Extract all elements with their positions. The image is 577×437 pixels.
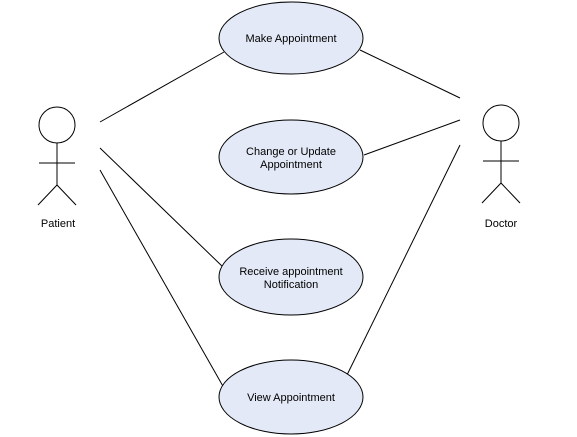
association-doctor-make-appointment (359, 49, 461, 99)
usecase-change-appointment-shape (218, 119, 364, 195)
association-doctor-change-appointment (363, 119, 461, 156)
usecase-make-appointment-shape (218, 1, 364, 75)
usecase-change-appointment-label-line2: Appointment (260, 159, 322, 171)
actor-patient[interactable] (37, 106, 77, 206)
association-patient-make-appointment (99, 51, 225, 123)
usecase-make-appointment[interactable]: Make Appointment (218, 1, 364, 75)
usecase-receive-notification[interactable]: Receive appointment Notification (218, 238, 364, 316)
association-patient-receive-notification (99, 147, 225, 269)
actor-doctor-label: Doctor (485, 218, 518, 230)
usecase-receive-notification-label-line1: Receive appointment (239, 266, 342, 278)
patient-left-leg (37, 184, 58, 206)
usecase-view-appointment-label: View Appointment (247, 392, 335, 404)
usecase-view-appointment-shape (218, 359, 364, 435)
association-doctor-view-appointment (345, 144, 461, 378)
actor-doctor[interactable] (481, 104, 521, 204)
usecase-make-appointment-label: Make Appointment (245, 33, 336, 45)
patient-right-leg (56, 184, 77, 206)
doctor-head (482, 104, 520, 142)
association-patient-view-appointment (99, 169, 225, 389)
actor-patient-label: Patient (41, 218, 75, 230)
doctor-left-leg (481, 182, 502, 204)
usecase-change-appointment[interactable]: Change or Update Appointment (218, 119, 364, 195)
usecase-receive-notification-label-line2: Notification (264, 279, 318, 291)
patient-head (38, 106, 76, 144)
usecase-view-appointment[interactable]: View Appointment (218, 359, 364, 435)
associations (99, 49, 461, 389)
usecase-receive-notification-shape (218, 238, 364, 316)
usecase-change-appointment-label-line1: Change or Update (246, 146, 336, 158)
doctor-right-leg (500, 182, 521, 204)
